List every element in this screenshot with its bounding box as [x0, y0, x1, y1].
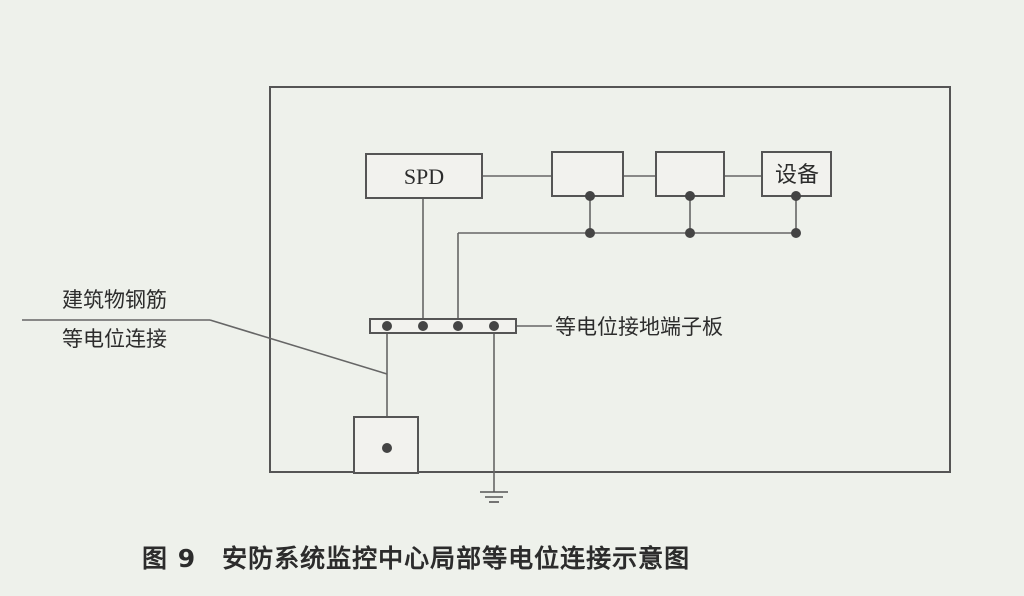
spd-box [365, 153, 483, 199]
equipment-box-2 [655, 151, 725, 197]
dot-board-4 [489, 321, 499, 331]
dot-board-1 [382, 321, 392, 331]
device-label: 设备 [775, 163, 819, 188]
rebar-label-line1: 建筑物钢筋 [62, 288, 167, 312]
figure-caption: 图 9 安防系统监控中心局部等电位连接示意图 [142, 544, 690, 573]
dot-board-2 [418, 321, 428, 331]
equipment-box-1 [551, 151, 624, 197]
dot-box2-bottom [685, 191, 695, 201]
dot-board-3 [453, 321, 463, 331]
ground-icon [480, 491, 508, 503]
connection-dots [382, 191, 801, 453]
dot-bus-device [791, 228, 801, 238]
dot-bus-box1 [585, 228, 595, 238]
rebar-label-line2: 等电位连接 [62, 327, 167, 351]
dot-rebar [382, 443, 392, 453]
terminal-board-label: 等电位接地端子板 [555, 315, 723, 339]
spd-label: SPD [404, 164, 444, 189]
dot-bus-box2 [685, 228, 695, 238]
device-box [761, 151, 832, 197]
dot-device-bottom [791, 191, 801, 201]
terminal-board [369, 318, 517, 334]
dot-box1-bottom [585, 191, 595, 201]
leader-rebar-diagonal [209, 319, 388, 375]
monitoring-room-frame [269, 86, 951, 473]
